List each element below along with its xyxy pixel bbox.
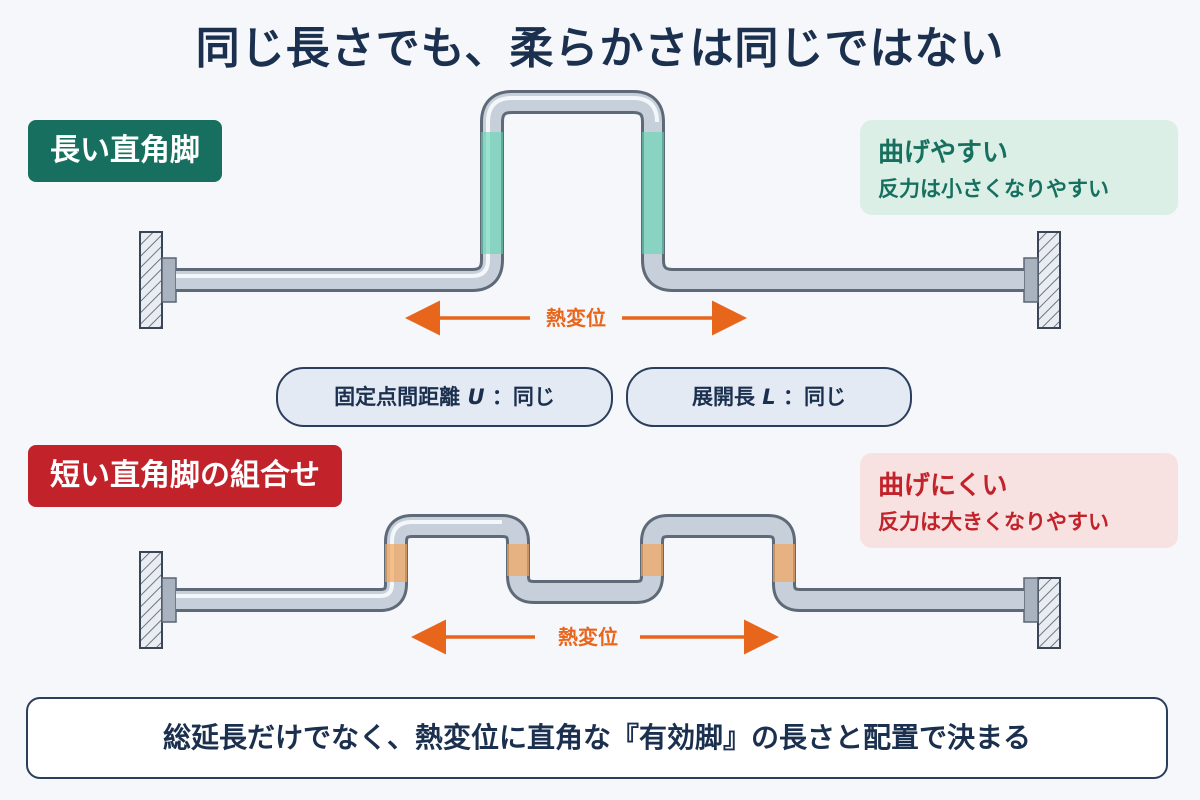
long-leg-note: 曲げやすい 反力は小さくなりやすい xyxy=(860,120,1178,215)
anchor-distance-value: ：同じ xyxy=(491,385,555,409)
short-legs-tag: 短い直角脚の組合せ xyxy=(28,445,342,507)
left-anchor-flange xyxy=(161,257,177,303)
short-effective-leg-1 xyxy=(385,544,407,582)
long-leg-pipe-highlight xyxy=(176,96,659,278)
short-legs-note-sub: 反力は大きくなりやすい xyxy=(878,510,1109,534)
short-effective-leg-3 xyxy=(641,544,663,576)
right-anchor-flange-2 xyxy=(1023,577,1039,623)
anchor-distance-pill: 固定点間距離 U ：同じ xyxy=(276,367,613,427)
long-leg-pipe xyxy=(176,93,1024,289)
conclusion-box: 総延長だけでなく、熱変位に直角な『有効脚』の長さと配置で決まる xyxy=(26,697,1168,779)
developed-length-label: 展開長 xyxy=(691,385,755,409)
long-leg-diagram: 熱変位 xyxy=(139,90,1061,336)
left-anchor-wall xyxy=(139,231,163,329)
right-anchor-flange xyxy=(1023,257,1039,303)
right-anchor-wall-2 xyxy=(1037,577,1061,649)
short-legs-diagram: 熱変位 xyxy=(139,514,1061,655)
long-leg-pipe-outline xyxy=(176,90,1024,292)
long-effective-leg-left xyxy=(481,132,503,254)
long-effective-leg-right xyxy=(642,132,664,254)
short-effective-leg-4 xyxy=(773,544,795,582)
left-anchor-wall-2 xyxy=(139,551,163,649)
long-leg-note-sub: 反力は小さくなりやすい xyxy=(878,177,1109,201)
long-leg-tag: 長い直角脚 xyxy=(28,120,222,182)
long-leg-note-main: 曲げやすい xyxy=(878,138,1009,168)
short-legs-note: 曲げにくい 反力は大きくなりやすい xyxy=(860,453,1178,548)
developed-length-pill: 展開長 L ：同じ xyxy=(626,367,912,427)
left-anchor-flange-2 xyxy=(161,577,177,623)
page-title: 同じ長さでも、柔らかさは同じではない xyxy=(195,23,1005,74)
short-legs-pipe xyxy=(176,517,1024,609)
long-displacement-label: 熱変位 xyxy=(546,306,606,330)
anchor-distance-symbol: U xyxy=(467,385,485,409)
right-anchor-wall xyxy=(1037,231,1061,329)
short-displacement-label: 熱変位 xyxy=(558,625,618,649)
anchor-distance-label: 固定点間距離 xyxy=(334,385,461,409)
developed-length-value: ：同じ xyxy=(783,385,846,409)
short-legs-note-main: 曲げにくい xyxy=(878,471,1008,501)
developed-length-symbol: L xyxy=(762,385,776,409)
short-effective-leg-2 xyxy=(507,544,529,576)
